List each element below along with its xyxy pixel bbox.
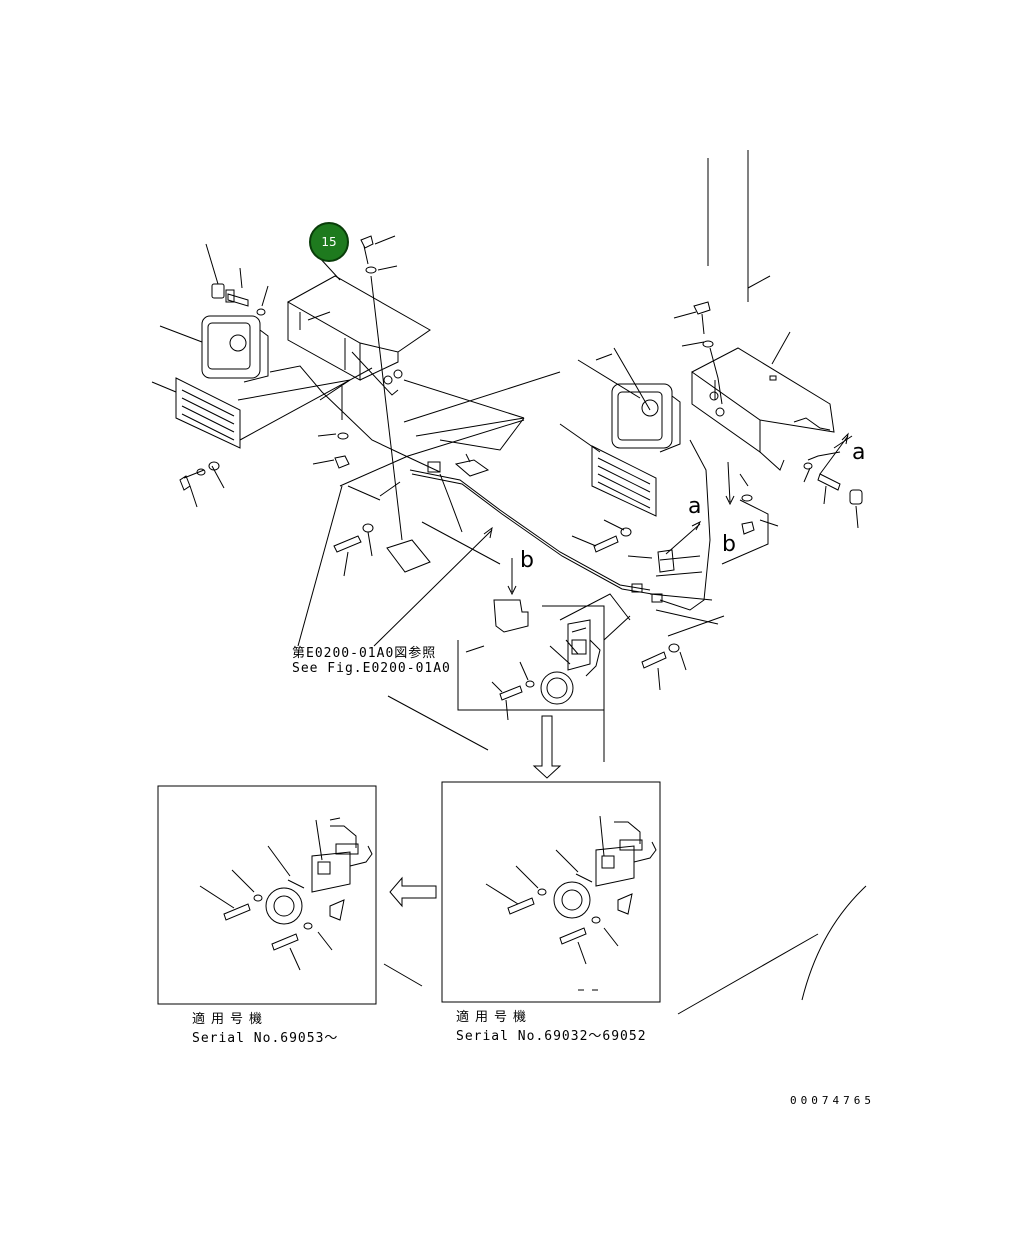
view-label-a-center: a [688, 494, 702, 519]
left-lamp-guard [175, 377, 241, 449]
view-label-b-right: b [722, 532, 736, 557]
left-work-lamp [201, 315, 269, 383]
down-arrow [532, 715, 562, 779]
right-lamp-guard [591, 445, 657, 517]
center-hardware [333, 521, 529, 633]
callout-number: 15 [321, 235, 337, 249]
right-lamp-bracket [691, 347, 835, 471]
leader-lines-right [559, 311, 859, 691]
inset-right-box [441, 781, 661, 1003]
inset-left-serial: Serial No.69053～ [192, 1031, 339, 1046]
reference-text-en: See Fig.E0200-01A0 [292, 661, 451, 676]
inset-leader [383, 963, 423, 987]
break-lines [677, 885, 867, 1015]
view-label-b-center: b [520, 548, 534, 573]
right-top-lines [707, 150, 771, 302]
right-work-lamp [611, 383, 681, 453]
left-arrow [389, 876, 437, 908]
inset-left-applicable: 適用号機 [192, 1012, 269, 1027]
drawing-number: 00074765 [790, 1094, 875, 1107]
right-hardware [593, 301, 863, 669]
reference-leaders [297, 485, 493, 647]
view-arrows [379, 432, 849, 555]
view-label-a-right: a [852, 440, 866, 465]
leader-lines-left [151, 235, 398, 508]
wiring-harness [269, 365, 711, 611]
horn-detail-box [387, 593, 631, 762]
inset-right-serial: Serial No.69032～69052 [456, 1029, 647, 1044]
inset-left-box [157, 785, 377, 1005]
callout-badge-15[interactable]: 15 [309, 222, 349, 262]
inset-right-applicable: 適用号機 [456, 1010, 533, 1025]
reference-text-jp: 第E0200-01A0図参照 [292, 646, 437, 661]
left-lamp-bracket [286, 275, 431, 396]
